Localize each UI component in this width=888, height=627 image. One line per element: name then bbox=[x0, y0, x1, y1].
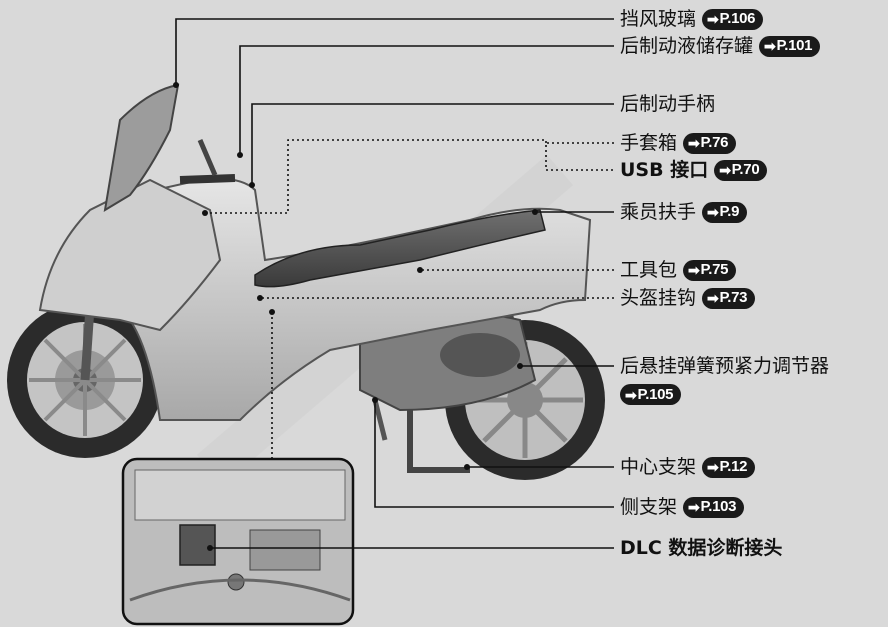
label-rear-brake-reservoir: 后制动液储存罐 ➡P.101 bbox=[620, 34, 821, 58]
page-ref-badge[interactable]: ➡P.70 bbox=[714, 159, 768, 181]
label-tool-kit: 工具包 ➡P.75 bbox=[620, 258, 737, 282]
leader-lines bbox=[175, 18, 614, 549]
seat bbox=[254, 209, 546, 288]
label-helmet-hook: 头盔挂钩 ➡P.73 bbox=[620, 286, 756, 310]
windscreen-shape bbox=[103, 83, 180, 212]
label-side-stand: 侧支架 ➡P.103 bbox=[620, 495, 745, 519]
arrow-right-icon: ➡ bbox=[688, 262, 700, 278]
label-rear-brake-lever: 后制动手柄 bbox=[620, 93, 716, 115]
label-dlc-connector: DLC 数据诊断接头 bbox=[620, 537, 783, 559]
arrow-right-icon: ➡ bbox=[707, 459, 719, 475]
dlc-inset bbox=[121, 457, 355, 626]
arrow-right-icon: ➡ bbox=[707, 204, 719, 220]
page-ref-badge[interactable]: ➡P.106 bbox=[702, 8, 764, 30]
label-center-stand: 中心支架 ➡P.12 bbox=[620, 455, 756, 479]
engine-cover bbox=[440, 333, 520, 377]
label-rear-suspension-preload: 后悬挂弹簧预紧力调节器 bbox=[620, 355, 830, 377]
side-stand-shape bbox=[372, 399, 388, 441]
label-passenger-handhold: 乘员扶手 ➡P.9 bbox=[620, 200, 748, 224]
page-ref-badge[interactable]: ➡P.103 bbox=[683, 496, 745, 518]
line-windscreen bbox=[175, 18, 614, 85]
page-ref-badge[interactable]: ➡P.76 bbox=[683, 132, 737, 154]
page-ref-badge[interactable]: ➡P.73 bbox=[702, 287, 756, 309]
arrow-right-icon: ➡ bbox=[707, 290, 719, 306]
page-ref-badge[interactable]: ➡P.12 bbox=[702, 456, 756, 478]
front-cowl bbox=[38, 178, 222, 332]
label-usb-port: USB 接口 ➡P.70 bbox=[620, 158, 768, 182]
page-ref-badge[interactable]: ➡P.75 bbox=[683, 259, 737, 281]
leader-dots bbox=[173, 82, 538, 551]
line-brake-lever bbox=[251, 103, 614, 185]
mirror bbox=[197, 139, 218, 176]
label-windscreen: 挡风玻璃 ➡P.106 bbox=[620, 7, 764, 31]
arrow-right-icon: ➡ bbox=[625, 386, 637, 403]
arrow-right-icon: ➡ bbox=[719, 162, 731, 178]
line-glove-box bbox=[205, 139, 547, 214]
line-glove-usb bbox=[545, 142, 614, 171]
label-rear-suspension-preload-ref: ➡P.105 bbox=[620, 384, 682, 405]
arrow-right-icon: ➡ bbox=[688, 499, 700, 515]
arrow-right-icon: ➡ bbox=[764, 38, 776, 54]
page-ref-badge[interactable]: ➡P.9 bbox=[702, 201, 748, 223]
handlebar bbox=[179, 174, 236, 184]
arrow-right-icon: ➡ bbox=[688, 135, 700, 151]
arrow-right-icon: ➡ bbox=[707, 11, 719, 27]
page-ref-badge[interactable]: ➡P.101 bbox=[759, 35, 821, 57]
line-brake-reservoir bbox=[239, 45, 614, 155]
label-glove-box: 手套箱 ➡P.76 bbox=[620, 131, 737, 155]
line-side-stand bbox=[374, 400, 614, 508]
page-ref-badge[interactable]: ➡P.105 bbox=[620, 384, 682, 405]
center-stand-shape bbox=[407, 410, 470, 473]
